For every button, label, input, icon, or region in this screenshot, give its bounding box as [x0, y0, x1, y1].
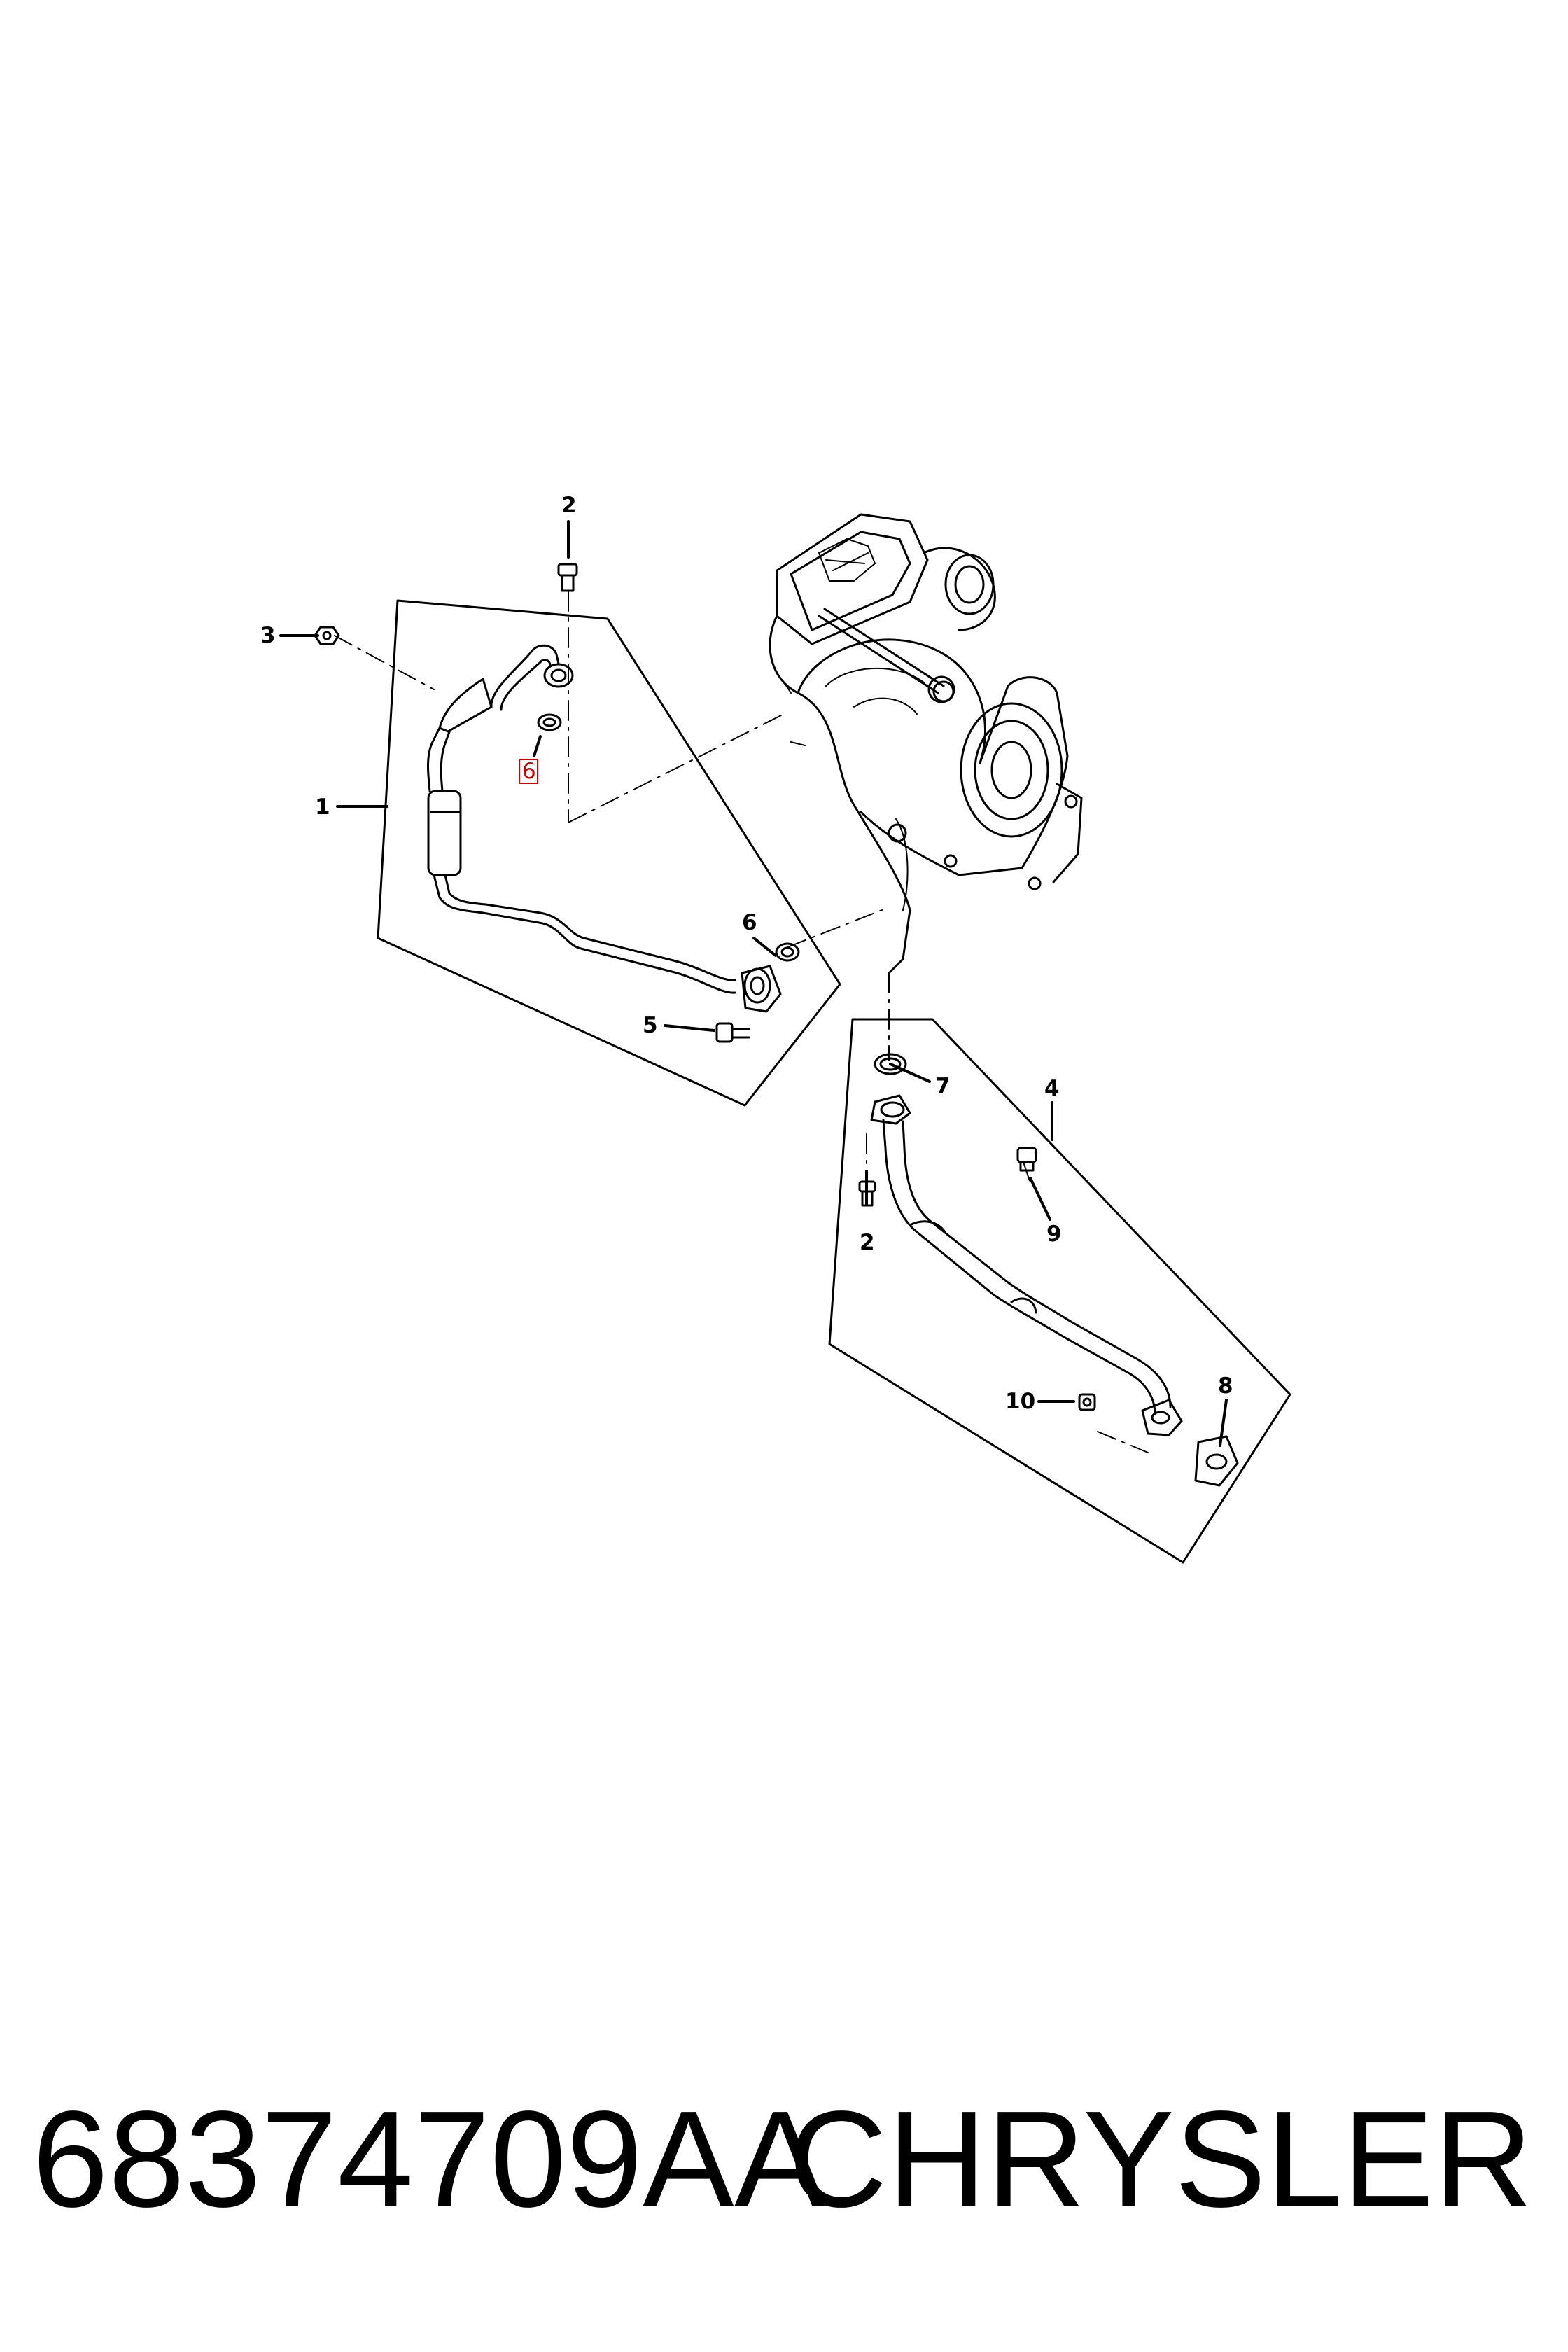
callout-5: 5 — [643, 1013, 658, 1038]
callout-2-upper: 2 — [561, 493, 577, 518]
callout-6-highlight-box — [519, 759, 538, 784]
callout-8: 8 — [1218, 1373, 1233, 1399]
callout-labels: 1 2 3 6 6 5 7 4 2 9 8 10 — [260, 493, 1233, 1414]
footer: 68374709AA CHRYSLER — [0, 2079, 1568, 2240]
brand-name: CHRYSLER — [788, 2082, 1533, 2236]
gasket-7 — [874, 1053, 907, 1075]
nut-10 — [1078, 1393, 1096, 1411]
callout-6-lower: 6 — [742, 910, 757, 935]
callout-2-lower: 2 — [860, 1230, 875, 1255]
callout-9: 9 — [1046, 1222, 1062, 1247]
nut-9 — [1016, 1147, 1037, 1172]
callout-1: 1 — [315, 794, 330, 820]
nut-3 — [314, 626, 340, 645]
callout-7: 7 — [935, 1074, 951, 1099]
bolt-2-upper — [557, 563, 578, 592]
oil-supply-tube — [427, 644, 782, 1013]
bolt-5 — [715, 1022, 750, 1043]
callout-10: 10 — [1005, 1389, 1035, 1414]
washer-6-upper — [537, 713, 562, 732]
turbocharger — [769, 513, 1083, 974]
callout-3: 3 — [260, 623, 276, 648]
bolt-2-lower — [858, 1180, 876, 1207]
oil-return-tube — [870, 1094, 1183, 1436]
leader-lines — [279, 520, 1228, 1447]
callout-4: 4 — [1044, 1076, 1060, 1101]
assembly-4-boundary — [828, 1018, 1292, 1564]
part-number: 68374709AA — [32, 2082, 826, 2236]
assembly-1-boundary — [377, 599, 841, 1107]
callout-6-upper: 6 — [522, 759, 536, 784]
center-lines — [334, 591, 1149, 1453]
washer-6-lower — [775, 942, 800, 962]
gasket-8 — [1194, 1435, 1239, 1487]
